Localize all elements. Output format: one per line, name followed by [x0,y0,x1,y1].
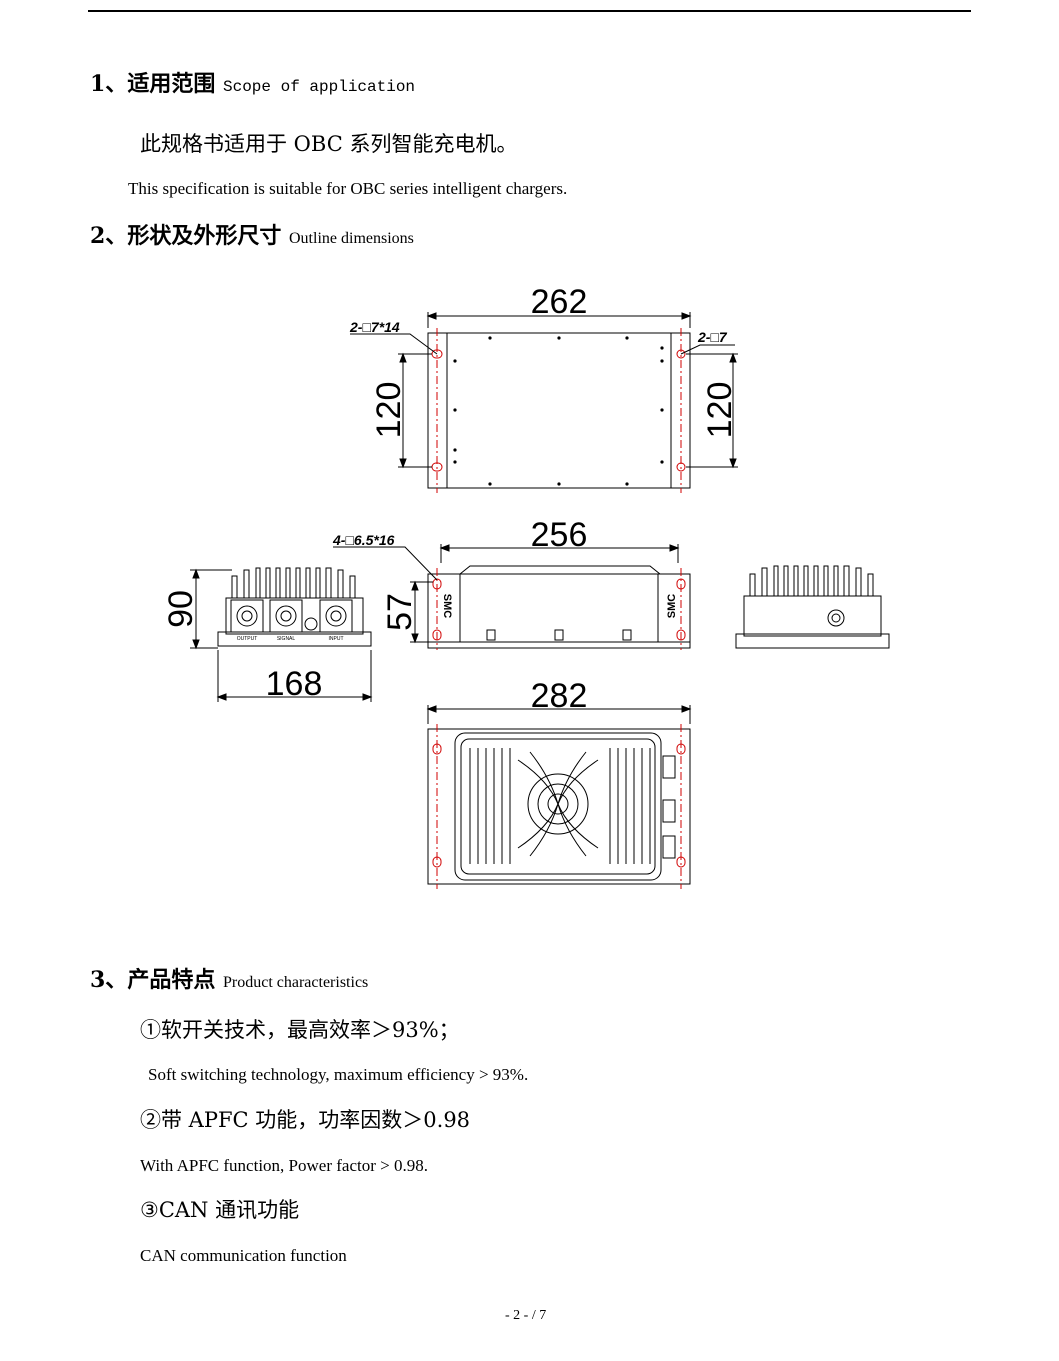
section-1-body-en: This specification is suitable for OBC s… [128,179,568,198]
page-number: - 2 - / 7 [505,1308,547,1323]
section-title-cn: 产品特点 [127,967,216,993]
top-view-height-left-label: 120 [370,382,408,439]
feature-1-en: Soft switching technology, maximum effic… [148,1065,529,1084]
front-view-brand-right: SMC [666,594,678,619]
side-view-height-label: 90 [162,590,200,628]
top-view-height-right-label: 120 [701,382,739,439]
front-view-length-label: 256 [531,516,588,554]
top-view [350,312,738,493]
port-label-input: INPUT [329,636,344,642]
front-view-brand-left: SMC [441,594,453,619]
section-number: 3、 [90,967,128,993]
section-title-cn: 形状及外形尺寸 [127,223,282,249]
bottom-view-fins [469,748,651,864]
feature-2-en: With APFC function, Power factor > 0.98. [140,1156,428,1175]
section-1-body-cn: 此规格书适用于 OBC 系列智能充电机。 [140,132,518,156]
side-view [190,567,373,702]
top-rule [88,10,971,12]
section-title-en: Outline dimensions [289,230,414,247]
section-3-heading: 3、产品特点 Product characteristics [90,962,368,994]
section-number: 1、 [90,71,128,97]
feature-1-cn: ①软开关技术，最高效率＞93%； [140,1018,460,1042]
section-title-en: Product characteristics [223,974,369,991]
feature-3-cn: ③CAN 通讯功能 [140,1198,300,1222]
section-title-cn: 适用范围 [127,71,216,97]
port-label-signal: SIGNAL [277,636,296,642]
front-view-height-label: 57 [381,593,419,631]
port-label-output: OUTPUT [237,636,258,642]
top-view-hole-label: 2-□7 [697,329,728,345]
side-view-width-label: 168 [266,665,323,703]
outline-drawing: 262 2-□7*14 2-□7 120 120 256 4-□6.5*16 5… [162,283,890,889]
side-view-fins [231,567,356,598]
top-view-width-label: 262 [531,283,588,321]
top-view-slot-label: 2-□7*14 [349,319,400,335]
section-title-en: Scope of application [223,78,416,96]
front-view [333,544,691,650]
feature-2-cn: ②带 APFC 功能，功率因数＞0.98 [140,1108,471,1132]
feature-3-en: CAN communication function [140,1246,347,1265]
section-2-heading: 2、形状及外形尺寸 Outline dimensions [90,218,414,250]
front-view-hole-label: 4-□6.5*16 [332,532,395,548]
section-number: 2、 [90,223,128,249]
section-1-heading: 1、适用范围 Scope of application [90,66,415,98]
side-view-right [735,565,890,649]
bottom-view [426,705,692,889]
bottom-view-width-label: 282 [531,677,588,715]
